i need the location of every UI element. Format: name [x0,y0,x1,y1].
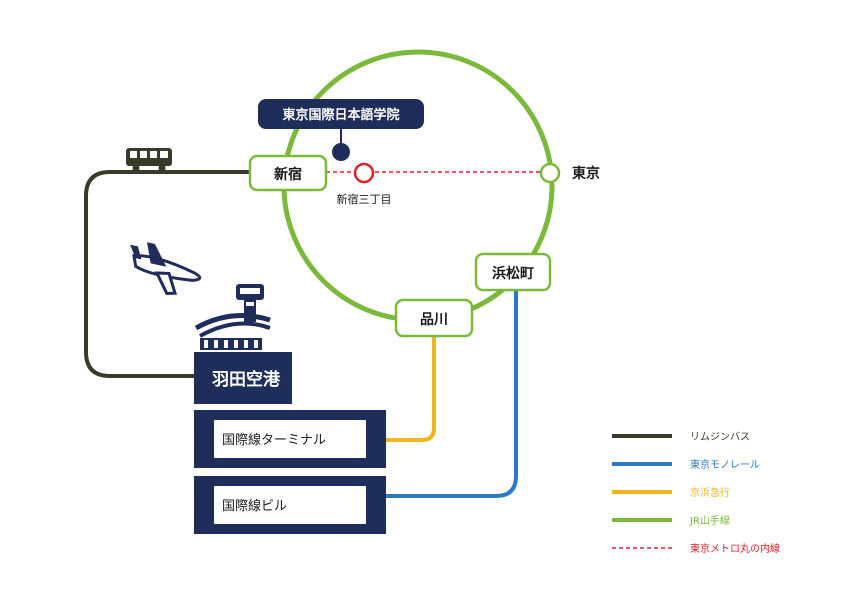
international-terminal[interactable]: 国際線ターミナル [194,410,386,468]
school-label: 東京国際日本語学院 [282,107,399,123]
station-tokyo-label: 東京 [572,165,600,182]
station-shinjuku-sanchome-label: 新宿三丁目 [337,192,392,206]
haneda-airport[interactable]: 羽田空港 [194,352,292,404]
keikyu-line [386,336,436,442]
station-shinjuku[interactable]: 新宿 [248,154,328,192]
school-marker: 東京国際日本語学院 [258,99,424,161]
legend-label-marunouchi: 東京メトロ丸の内線 [690,542,780,555]
station-shinjuku-label: 新宿 [274,166,302,183]
station-shinagawa[interactable]: 品川 [394,298,474,338]
station-hamamatsucho[interactable]: 浜松町 [474,252,552,292]
control-tower-icon [194,284,271,350]
school-pin-dot [332,143,350,161]
legend-label-monorail: 東京モノレール [690,458,760,471]
station-shinjuku-sanchome[interactable]: 新宿三丁目 [337,162,392,206]
limousine-bus-route [84,170,250,378]
legend-label-limousine: リムジンバス [690,431,750,443]
international-terminal-label: 国際線ターミナル [222,432,326,448]
legend-item-monorail: 東京モノレール [612,458,760,471]
international-building[interactable]: 国際線ビル [194,476,386,534]
monorail-line [386,290,518,498]
haneda-airport-label: 羽田空港 [212,369,281,390]
international-building-label: 国際線ビル [222,498,287,514]
station-shinagawa-label: 品川 [420,312,448,328]
legend-item-limousine: リムジンバス [612,431,750,443]
legend-item-marunouchi: 東京メトロ丸の内線 [612,542,780,555]
station-tokyo[interactable]: 東京 [539,162,600,184]
legend-label-keikyu: 京浜急行 [690,486,730,499]
school-label-box [258,99,424,129]
bus-icon [126,148,172,172]
airplane-icon [130,242,202,295]
legend-item-yamanote: JR山手線 [612,514,730,527]
station-hamamatsucho-label: 浜松町 [492,265,534,282]
legend-item-keikyu: 京浜急行 [612,486,730,499]
legend-label-yamanote: JR山手線 [689,514,730,527]
legend: リムジンバス 東京モノレール 京浜急行 JR山手線 東京メトロ丸の内線 [612,431,780,555]
